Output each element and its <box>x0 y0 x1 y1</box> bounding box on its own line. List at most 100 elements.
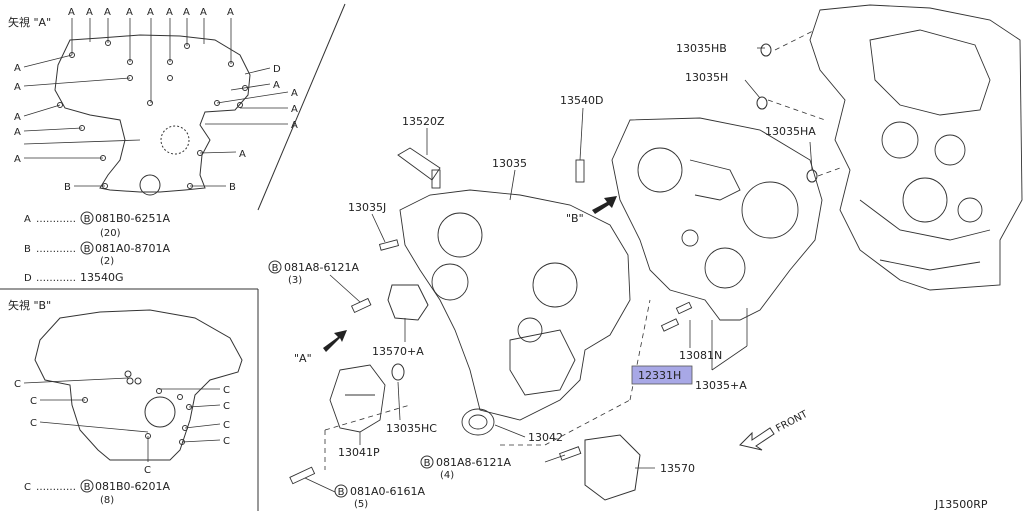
view-a-top-a-3: A <box>104 7 111 18</box>
view-a-top-a-2: A <box>86 7 93 18</box>
o-ring-13035hc <box>391 363 405 381</box>
bolt-b-mark: B <box>338 487 345 498</box>
sensor-13520z <box>397 147 441 189</box>
legend-c-qty: (8) <box>100 495 114 506</box>
view-b-left-c-1: C <box>14 379 21 390</box>
o-ring-13035h <box>756 96 768 110</box>
view-a-top-a-4: A <box>126 7 133 18</box>
view-b-legend: C ………… B 081B0-6201A (8) <box>24 479 171 506</box>
label-081a0: B 081A0-6161A (5) <box>334 484 425 510</box>
label-13041p: 13041P <box>338 446 380 459</box>
view-mark-a: "A" <box>294 352 312 365</box>
view-a-legend: A ………… B 081B0-6251A (20) B ………… B 081A0… <box>24 211 171 284</box>
label-13035: 13035 <box>492 157 527 170</box>
label-13520z: 13520Z <box>402 115 445 128</box>
label-081a8-b-part: 081A8-6121A <box>436 456 511 469</box>
label-13035-a: 13035+A <box>695 379 747 392</box>
engine-block <box>809 4 1023 291</box>
label-13570: 13570 <box>660 462 695 475</box>
label-13035hc: 13035HC <box>386 422 437 435</box>
view-a-panel: 矢視 "A" A A A <box>8 7 298 284</box>
view-b-right-c-3: C <box>223 420 230 431</box>
label-081a8-b-qty: (4) <box>440 470 454 481</box>
legend-d-key: D <box>24 273 32 284</box>
view-b-right-c-1: C <box>223 385 230 396</box>
view-b-right-c-2: C <box>223 401 230 412</box>
legend-a-part: 081B0-6251A <box>95 212 171 225</box>
view-a-b-right: B <box>229 182 236 193</box>
gasket-13570 <box>584 434 641 501</box>
view-a-right-d: D <box>273 64 281 75</box>
label-081a0-part: 081A0-6161A <box>350 485 425 498</box>
legend-b-key: B <box>24 244 31 255</box>
view-b-bottom-c: C <box>144 465 151 476</box>
main-exploded-view: "A" "B" FRONT <box>268 4 1023 511</box>
view-a-top-a-5: A <box>147 7 154 18</box>
o-ring-13035hb <box>760 43 772 57</box>
view-b-left-c-3: C <box>30 418 37 429</box>
view-a-left-a-5: A <box>14 154 21 165</box>
view-mark-b: "B" <box>566 212 584 225</box>
legend-a-key: A <box>24 214 31 225</box>
svg-text:…………: ………… <box>36 244 76 255</box>
bolt-b-mark: B <box>84 244 91 255</box>
view-a-top-a-6: A <box>166 7 173 18</box>
view-a-right-a-4: A <box>291 120 298 131</box>
legend-a-qty: (20) <box>100 228 121 239</box>
label-13081n: 13081N <box>679 349 722 362</box>
view-a-b-left: B <box>64 182 71 193</box>
front-indicator: FRONT <box>739 408 810 451</box>
view-a-top-a-7: A <box>183 7 190 18</box>
bolt-b-mark: B <box>84 482 91 493</box>
dashed-guides <box>324 29 841 470</box>
o-ring-13035ha <box>806 169 818 183</box>
label-081a8-a-qty: (3) <box>288 275 302 286</box>
label-081a8-a-part: 081A8-6121A <box>284 261 359 274</box>
front-timing-cover <box>399 189 631 421</box>
label-12331h: 12331H <box>638 369 681 382</box>
bolts <box>289 159 693 485</box>
view-a-right-a-1: A <box>273 80 280 91</box>
label-13042: 13042 <box>528 431 563 444</box>
view-arrow-a: "A" <box>294 330 347 365</box>
view-a-top-a-9: A <box>227 7 234 18</box>
label-13035ha: 13035HA <box>765 125 816 138</box>
diagram-code: J13500RP <box>934 498 988 511</box>
front-arrow-icon <box>739 427 775 451</box>
view-b-bolt-holes <box>82 370 192 445</box>
label-13540d: 13540D <box>560 94 603 107</box>
legend-b-qty: (2) <box>100 256 114 267</box>
view-a-top-a-1: A <box>68 7 75 18</box>
panel-dividers <box>0 3 346 511</box>
view-a-left-a-2: A <box>14 82 21 93</box>
view-b-panel: 矢視 "B" C C C C C C C C C ………… B 081B0-62… <box>8 298 243 506</box>
svg-text:…………: ………… <box>36 214 76 225</box>
view-a-outline <box>54 34 251 193</box>
bolt-b-mark: B <box>272 263 279 274</box>
view-a-right-a-2: A <box>291 88 298 99</box>
view-b-leaders <box>23 377 221 462</box>
svg-text:…………: ………… <box>36 273 76 284</box>
gasket-13570-a <box>387 284 429 321</box>
svg-text:…………: ………… <box>36 482 76 493</box>
view-a-left-a-1: A <box>14 63 21 74</box>
view-a-bolt-holes <box>57 40 248 189</box>
crank-seal <box>461 408 495 436</box>
label-081a0-qty: (5) <box>354 499 368 510</box>
legend-c-part: 081B0-6201A <box>95 480 171 493</box>
label-13035h: 13035H <box>685 71 728 84</box>
view-b-right-c-4: C <box>223 436 230 447</box>
rear-chain-case <box>611 117 823 321</box>
label-081a8-b: B 081A8-6121A (4) <box>420 455 511 481</box>
highlight-12331h <box>631 365 693 385</box>
view-a-right-a-3: A <box>291 104 298 115</box>
label-081a8-a: B 081A8-6121A (3) <box>268 260 359 286</box>
legend-b-part: 081A0-8701A <box>95 242 170 255</box>
bolt-b-mark: B <box>84 214 91 225</box>
view-b-title: 矢視 "B" <box>8 298 51 312</box>
view-a-left-a-3: A <box>14 112 21 123</box>
front-label: FRONT <box>774 408 810 434</box>
legend-d-part: 13540G <box>80 271 124 284</box>
view-b-outline <box>34 309 243 461</box>
